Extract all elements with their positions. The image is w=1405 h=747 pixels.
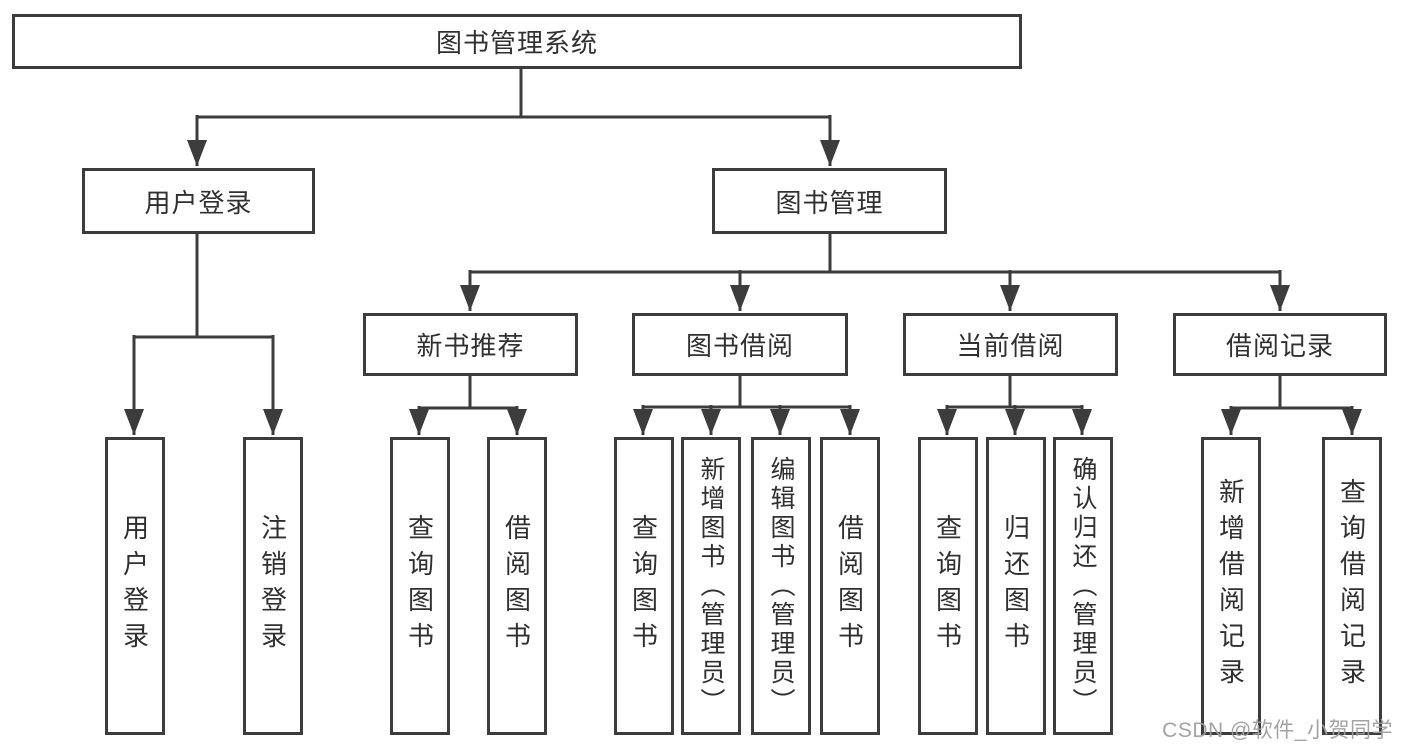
leaf-query-borrow-record: 查询借阅记录: [1322, 437, 1382, 735]
leaf-add-books-admin: 新增图书（管理员）: [681, 437, 741, 735]
node-current-borrowing: 当前借阅: [903, 313, 1118, 376]
leaf-borrow-books: 借阅图书: [820, 437, 880, 735]
node-new-book-recommend: 新书推荐: [363, 313, 578, 376]
leaf-confirm-return-admin: 确认归还（管理员）: [1053, 437, 1113, 735]
node-user-login: 用户登录: [82, 168, 315, 234]
leaf-return-books: 归还图书: [986, 437, 1046, 735]
node-borrowing-records: 借阅记录: [1173, 313, 1387, 376]
leaf-borrow-books-recommend: 借阅图书: [487, 437, 547, 735]
leaf-user-login: 用户登录: [105, 437, 165, 735]
leaf-edit-books-admin: 编辑图书（管理员）: [751, 437, 811, 735]
node-book-management: 图书管理: [712, 168, 947, 234]
leaf-query-books-current: 查询图书: [918, 437, 978, 735]
node-book-borrowing: 图书借阅: [632, 313, 848, 376]
leaf-logout: 注销登录: [243, 437, 303, 735]
node-library-management-system: 图书管理系统: [12, 14, 1022, 69]
leaf-query-books-recommend: 查询图书: [390, 437, 450, 735]
watermark: CSDN @软件_小贺同学: [1162, 719, 1393, 742]
leaf-add-borrow-record: 新增借阅记录: [1201, 437, 1261, 735]
leaf-query-books-borrowing: 查询图书: [614, 437, 674, 735]
